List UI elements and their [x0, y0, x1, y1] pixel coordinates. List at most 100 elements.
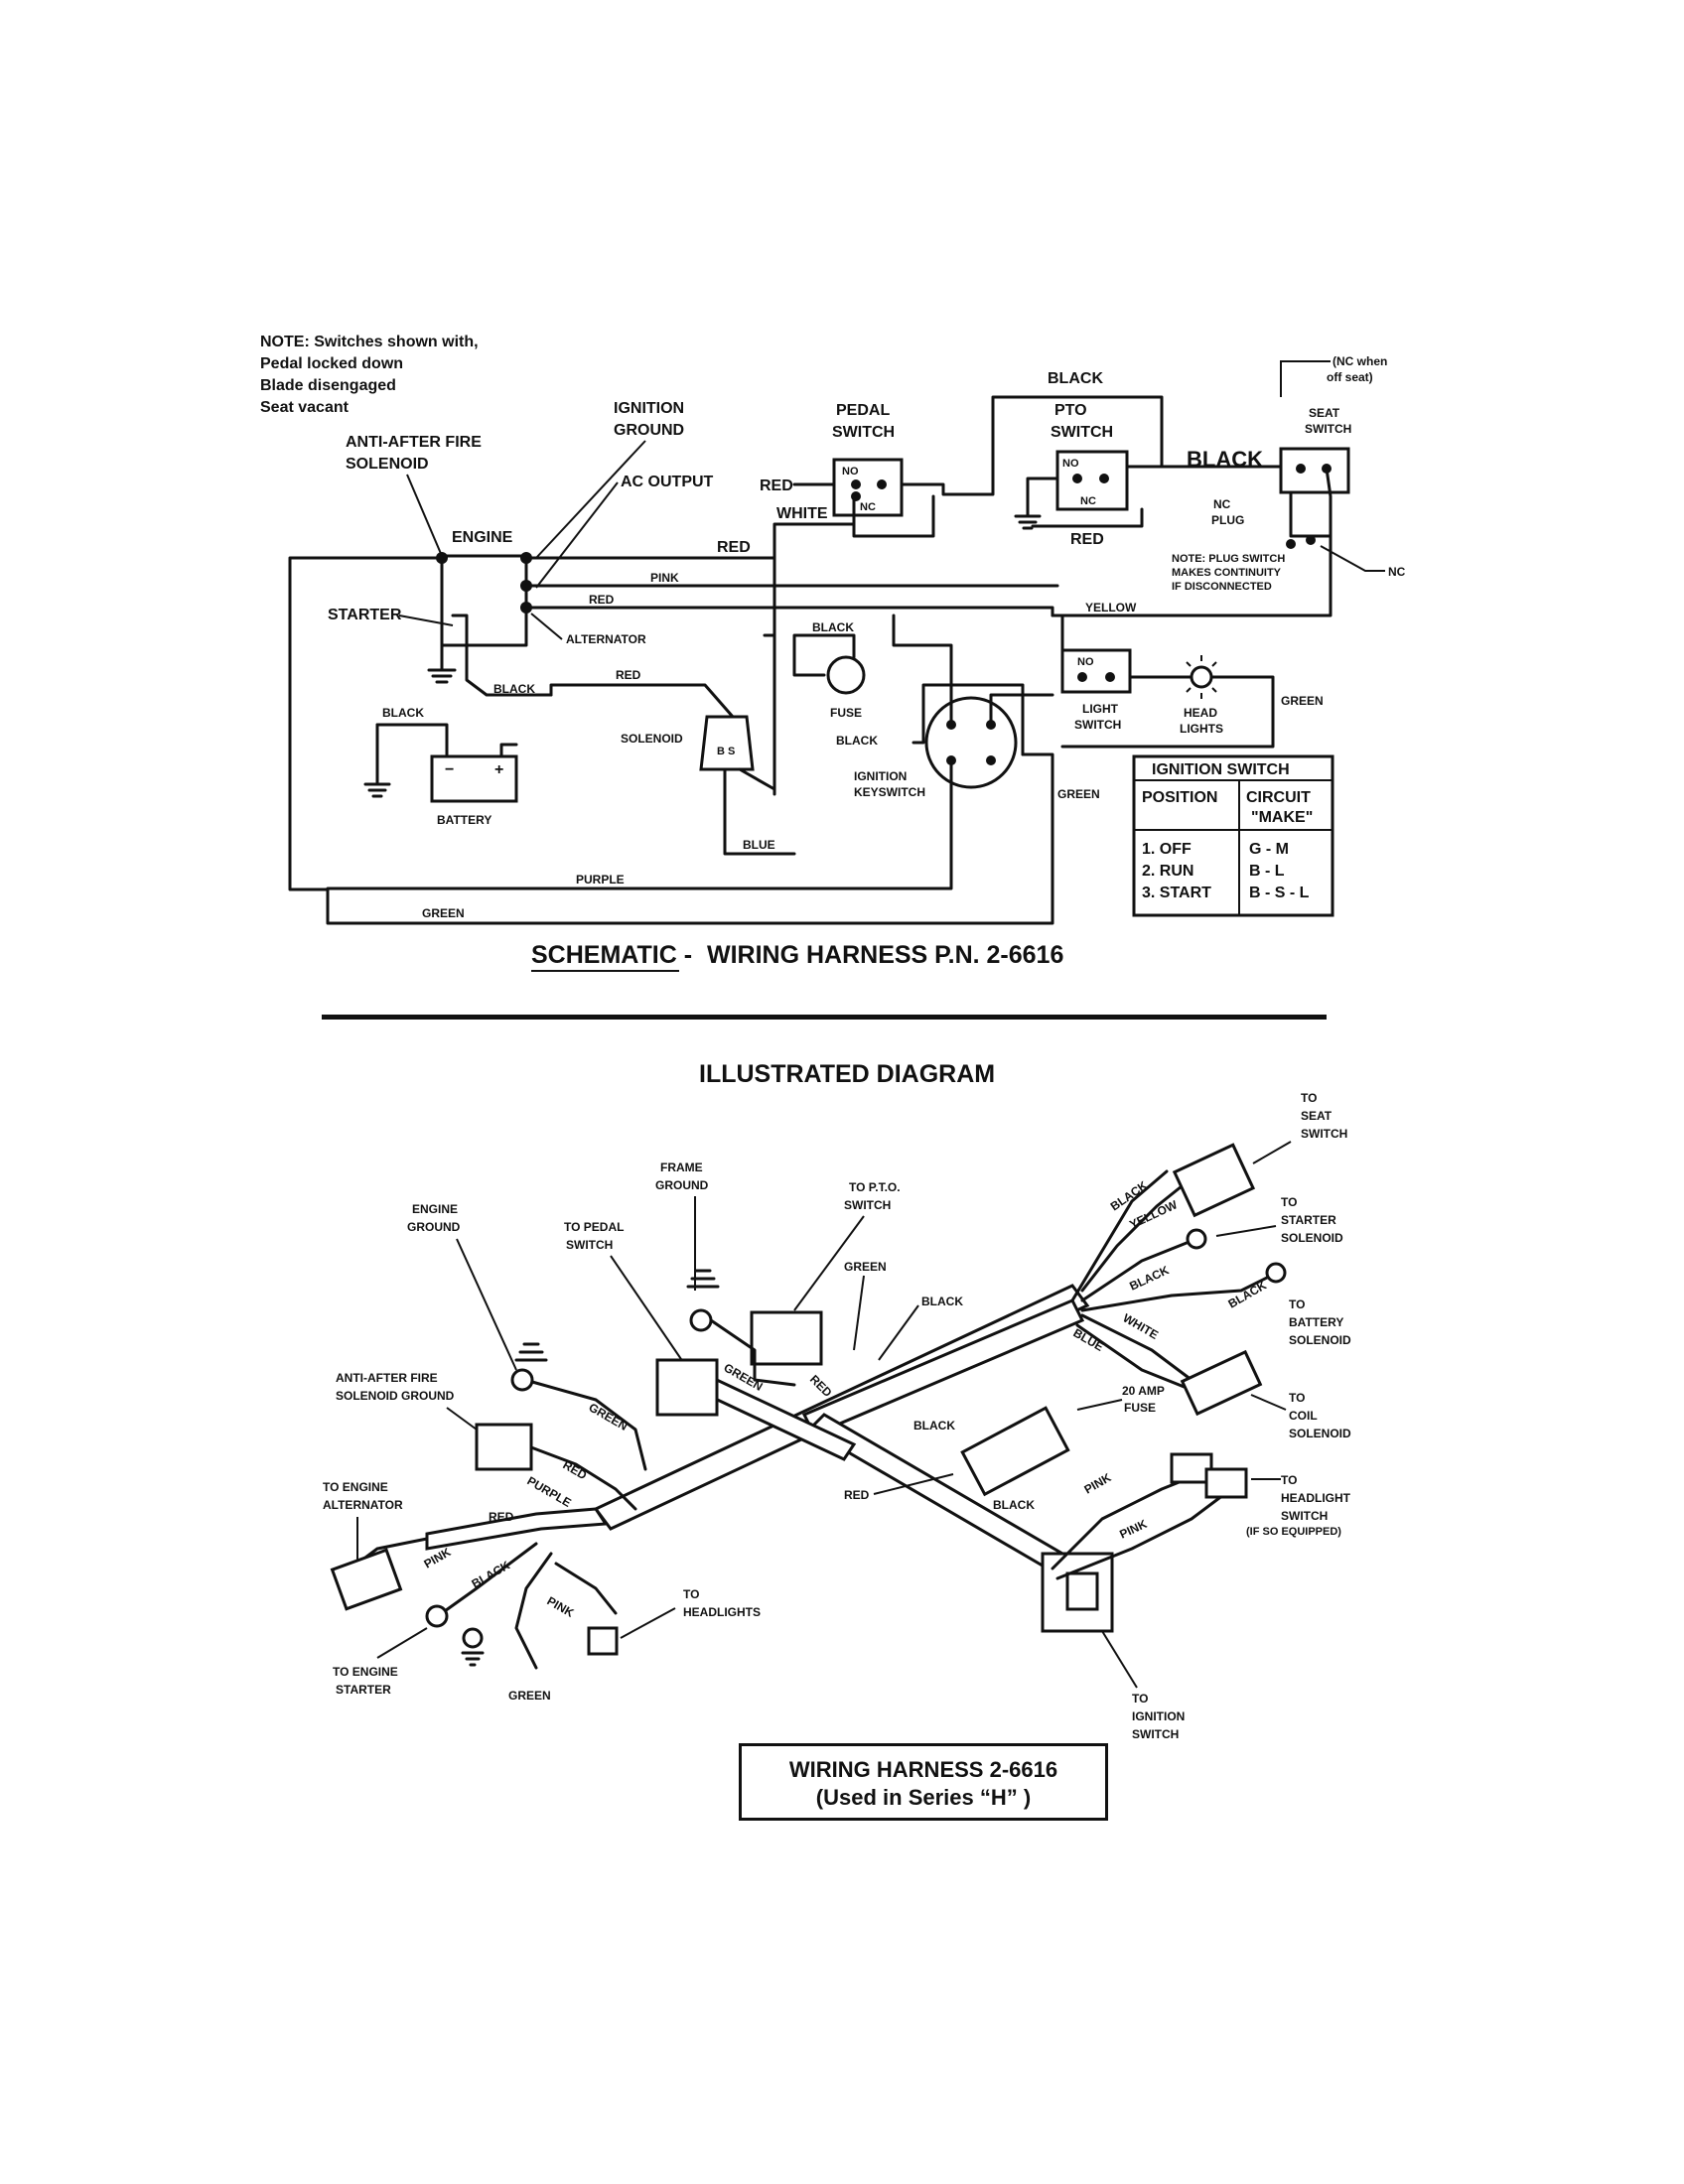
pedal-switch [832, 458, 904, 517]
fuse-wire [792, 633, 856, 677]
schematic: NOTE: Switches shown with, Pedal locked … [260, 334, 1406, 972]
pto-switch-label-1: PTO [1054, 402, 1087, 419]
to-seat-label-2: SEAT [1301, 1109, 1333, 1123]
ground-symbol-icon [427, 668, 457, 684]
to-ignition-label-3: SWITCH [1132, 1727, 1179, 1741]
ill-black-pto: BLACK [921, 1295, 963, 1308]
ignition-row-circuit: B - S - L [1249, 885, 1310, 901]
wire-white-label: WHITE [776, 505, 828, 522]
black-fuse-label: BLACK [812, 620, 854, 634]
to-pedal-leader [610, 1255, 686, 1366]
anti-ground-leader [446, 1407, 478, 1431]
headlight-switch-terminal [1204, 1467, 1248, 1499]
red-to-solenoid [549, 683, 735, 719]
nc-plug-label-1: NC [1213, 497, 1231, 511]
anti-ground-connector [475, 1423, 533, 1471]
ground-symbol-icon [363, 782, 391, 798]
starter-sol-terminal [1186, 1228, 1207, 1250]
to-battery-sol-label-3: SOLENOID [1289, 1333, 1351, 1347]
seat-return [1325, 467, 1333, 550]
nc-when-leader [1280, 360, 1331, 397]
coil-leader [1250, 1394, 1287, 1411]
battery-sol-terminal [1265, 1262, 1287, 1284]
yellow-wire [1051, 546, 1333, 617]
to-starter-label-2: STARTER [336, 1683, 391, 1697]
to-alternator-label-1: TO ENGINE [323, 1480, 388, 1494]
ignition-table-title: IGNITION SWITCH [1152, 761, 1290, 778]
frame-ground-wire [709, 1318, 796, 1387]
to-headlight-sw-label-4: (IF SO EQUIPPED) [1246, 1526, 1341, 1538]
fuse-holder [960, 1406, 1070, 1497]
headlight-switch-terminal [1170, 1452, 1213, 1484]
seat-wire-2 [1080, 1184, 1184, 1293]
ill-purple-anti: PURPLE [525, 1473, 574, 1509]
seat-leader [1252, 1141, 1292, 1164]
light-switch [1060, 648, 1132, 694]
ignition-ground-label-1: IGNITION [614, 400, 684, 417]
head-light-icon [1190, 665, 1213, 689]
frame-ground-label-2: GROUND [655, 1178, 709, 1192]
engine-block [440, 554, 528, 647]
black-wire-big-label: BLACK [1187, 447, 1263, 472]
harness-left-branch [425, 1507, 609, 1551]
pink-headlight-wire [554, 1562, 618, 1615]
pto-switch [1055, 450, 1129, 511]
seat-wire [1070, 1169, 1169, 1302]
ignition-keyswitch [924, 696, 1018, 789]
pedal-connector [655, 1358, 719, 1417]
key-wire-2 [989, 693, 1054, 727]
frame-ground-label-1: FRAME [660, 1160, 703, 1174]
schematic-caption: WIRING HARNESS P.N. 2-6616 [707, 941, 1063, 969]
note-line-4: Seat vacant [260, 399, 350, 416]
ignition-keyswitch-label-2: KEYSWITCH [854, 785, 925, 799]
caption-line-2: (Used in Series “H” ) [815, 1785, 1032, 1810]
green-ground-terminal [462, 1627, 484, 1649]
ill-red-alt: RED [489, 1510, 514, 1524]
to-ignition-label-1: TO [1132, 1692, 1148, 1706]
solenoid-label: SOLENOID [621, 732, 683, 746]
fuse-leader [1076, 1399, 1123, 1411]
ill-blue-label: BLUE [1071, 1325, 1106, 1353]
ignition-connector-pins [1065, 1571, 1099, 1611]
black-key-label: BLACK [836, 734, 878, 748]
nc-plug-label-2: PLUG [1211, 513, 1244, 527]
wire-red-label: RED [717, 539, 751, 556]
engine-ground-terminal [510, 1368, 534, 1392]
pto-nc-label: NC [1080, 495, 1096, 507]
to-starter-sol-label-2: STARTER [1281, 1213, 1336, 1227]
to-coil-sol-label-2: COIL [1289, 1409, 1318, 1423]
to-alternator-label-2: ALTERNATOR [323, 1498, 403, 1512]
to-seat-label-3: SWITCH [1301, 1127, 1347, 1141]
engine-ground-wire [530, 1380, 647, 1471]
ignition-table-border [1132, 754, 1334, 917]
plug-contact [1306, 535, 1316, 545]
alternator-connector [330, 1548, 403, 1611]
ignition-row-circuit: G - M [1249, 841, 1289, 858]
battery-plus-wire [499, 743, 518, 758]
wire-green-label-3: GREEN [1281, 694, 1324, 708]
ill-green-pto: GREEN [844, 1260, 887, 1274]
plug-note-1: NOTE: PLUG SWITCH [1172, 553, 1285, 565]
switch-contact [1105, 672, 1115, 682]
coil-connector [1180, 1349, 1263, 1417]
green-headlight-wire [1060, 675, 1275, 749]
starter-sol-leader [1215, 1225, 1277, 1237]
pto-switch-label-2: SWITCH [1051, 424, 1113, 441]
plug-note-2: MAKES CONTINUITY [1172, 567, 1282, 579]
to-coil-sol-label-1: TO [1289, 1391, 1305, 1405]
to-battery-sol-label-2: BATTERY [1289, 1315, 1343, 1329]
black-top-label: BLACK [1048, 370, 1103, 387]
ill-pink-head: PINK [545, 1593, 577, 1620]
solenoid [699, 715, 755, 771]
switch-contact [877, 479, 887, 489]
ill-red-anti: RED [561, 1457, 590, 1482]
to-starter-leader [376, 1627, 428, 1659]
to-pedal-label-1: TO PEDAL [564, 1220, 624, 1234]
ill-red-label: RED [844, 1488, 870, 1502]
green-wire-bottom [326, 752, 1054, 925]
wire-yellow-label: YELLOW [1085, 601, 1137, 614]
wire-black-label: BLACK [493, 682, 535, 696]
to-ignition-label-2: IGNITION [1132, 1709, 1185, 1723]
solenoid-terminal: B S [717, 746, 735, 757]
switch-contact [1077, 672, 1087, 682]
